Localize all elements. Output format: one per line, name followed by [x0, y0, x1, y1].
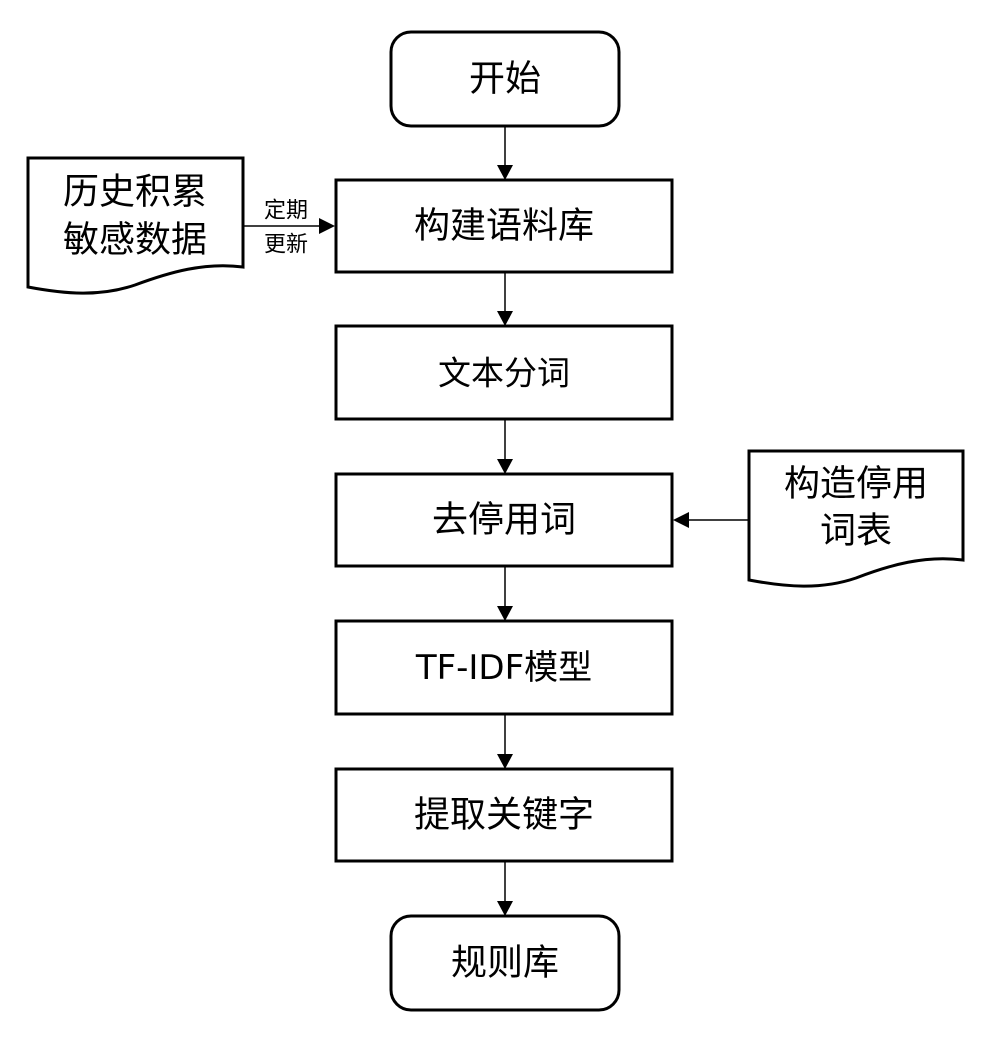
history-data-document: 历史积累 敏感数据 — [26, 156, 245, 295]
extract-keywords-label: 提取关键字 — [414, 795, 594, 836]
remove-stopwords-box — [334, 472, 674, 568]
periodic-update-line1: 定期 — [264, 199, 308, 224]
arrowhead-stopword-input — [673, 512, 689, 528]
arrowhead-tfidf — [497, 606, 513, 621]
tfidf-node: TF-IDF模型 — [334, 619, 674, 716]
rule-base-label: 规则库 — [451, 943, 559, 984]
remove-stopwords-label: 去停用词 — [432, 500, 576, 541]
rule-base-node: 规则库 — [389, 914, 621, 1012]
periodic-update-line2: 更新 — [264, 233, 308, 258]
start-label: 开始 — [469, 59, 541, 100]
segmentation-box — [334, 324, 674, 421]
arrowhead-segmentation — [497, 311, 513, 326]
stopword-list-document: 构造停用 词表 — [747, 449, 965, 588]
start-node: 开始 — [389, 30, 621, 128]
flow-edges — [243, 126, 748, 916]
arrowhead-history-input — [319, 218, 335, 234]
history-data-line2: 敏感数据 — [63, 220, 207, 261]
arrowhead-keywords — [497, 754, 513, 769]
history-data-line1: 历史积累 — [63, 172, 207, 213]
stopword-list-line1: 构造停用 — [784, 464, 928, 505]
history-data-document-shape — [26, 156, 245, 295]
build-corpus-node: 构建语料库 — [334, 178, 674, 274]
segmentation-label: 文本分词 — [438, 354, 570, 393]
build-corpus-box — [334, 178, 674, 274]
arrowhead-stopwords — [497, 459, 513, 474]
remove-stopwords-node: 去停用词 — [334, 472, 674, 568]
tfidf-label: TF-IDF模型 — [415, 648, 592, 688]
stopword-list-document-shape — [747, 449, 965, 588]
extract-keywords-node: 提取关键字 — [334, 767, 674, 863]
segmentation-node: 文本分词 — [334, 324, 674, 421]
start-terminal-shape — [389, 30, 621, 128]
build-corpus-label: 构建语料库 — [414, 206, 594, 247]
arrowhead-rulebase — [497, 901, 513, 916]
rule-base-terminal-shape — [389, 914, 621, 1012]
periodic-update-label: 定期 更新 — [264, 199, 308, 258]
extract-keywords-box — [334, 767, 674, 863]
tfidf-box — [334, 619, 674, 716]
arrowhead-corpus — [497, 165, 513, 180]
stopword-list-line2: 词表 — [820, 511, 892, 552]
